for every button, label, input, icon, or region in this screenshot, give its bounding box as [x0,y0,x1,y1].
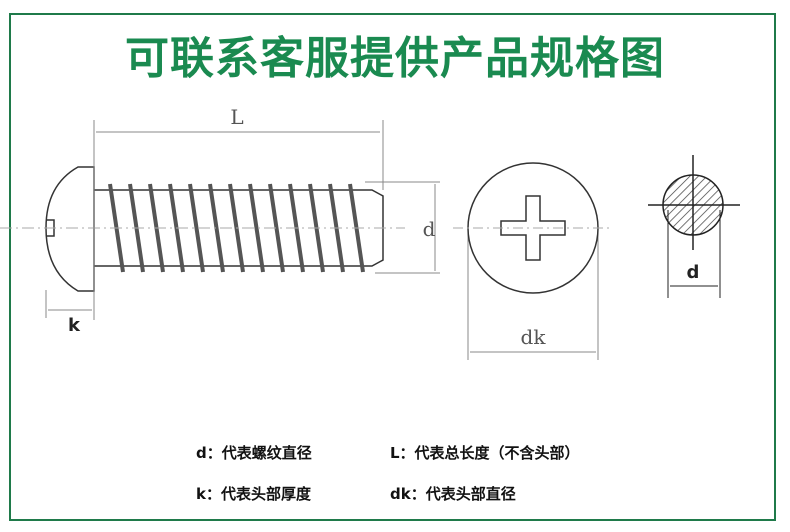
screw-side-view [0,166,405,292]
label-d: d [423,217,436,241]
thread-crest [208,183,225,273]
legend-d: d：代表螺纹直径 [196,444,312,462]
label-dk: dk [521,325,547,349]
label-d-section: d [687,262,700,283]
label-k: k [68,315,81,336]
legend-L: L：代表总长度（不含头部） [390,444,580,462]
thread-crest [188,183,205,273]
legend-k: k：代表头部厚度 [196,485,311,503]
thread-crest [268,183,285,273]
page-title: 可联系客服提供产品规格图 [125,33,665,84]
label-L: L [230,105,243,129]
frame-border [9,13,776,521]
thread-section-view [648,155,740,298]
legend-dk: dk：代表头部直径 [390,485,516,503]
dimension-lines [45,120,599,360]
screw-head-view [453,162,613,294]
thread-crest [248,183,265,273]
